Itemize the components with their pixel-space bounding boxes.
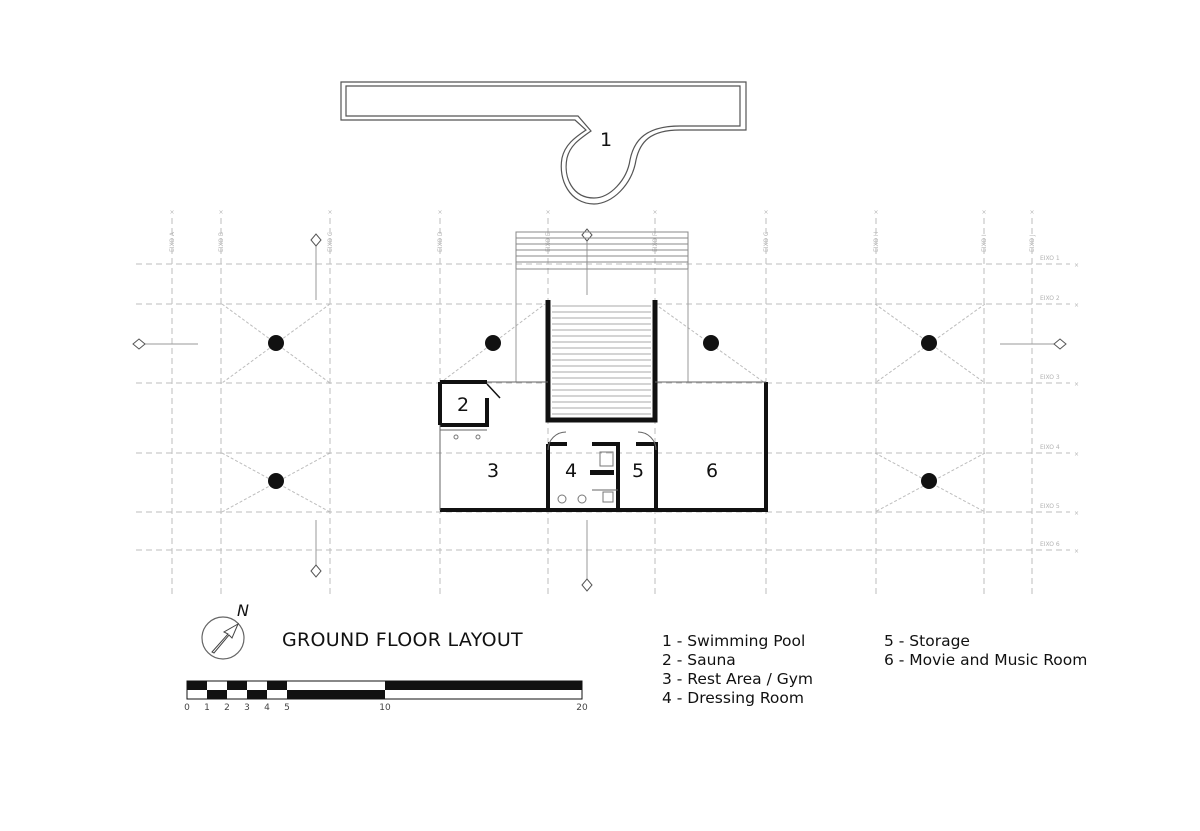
grid-column-label: EIXO F	[652, 232, 659, 252]
scale-tick-label: 4	[264, 703, 270, 713]
grid-column-marker: ×	[169, 209, 174, 216]
grid-row-marker: ×	[1074, 548, 1079, 555]
legend-item: 1 - Swimming Pool	[662, 632, 806, 650]
grid-column-label: EIXO B	[218, 232, 225, 252]
grid-column-marker: ×	[327, 209, 332, 216]
room-number-3: 3	[487, 460, 499, 482]
legend-item: 2 - Sauna	[662, 651, 736, 669]
legend-item: 6 - Movie and Music Room	[884, 651, 1088, 669]
grid-row-label: EIXO 3	[1040, 374, 1060, 381]
grid-column-marker: ×	[1029, 209, 1034, 216]
scale-tick-label: 20	[576, 703, 588, 713]
grid-row-marker: ×	[1074, 302, 1079, 309]
legend-item: 3 - Rest Area / Gym	[662, 670, 814, 688]
drawing-title: GROUND FLOOR LAYOUT	[282, 629, 523, 651]
grid-column-label: EIXO G	[763, 231, 770, 252]
grid-column-marker: ×	[763, 209, 768, 216]
grid-row-label: EIXO 4	[1040, 444, 1060, 451]
grid-columns	[171, 218, 1033, 595]
room-number-6: 6	[706, 460, 718, 482]
entrance-steps	[515, 231, 689, 382]
north-label: N	[237, 601, 249, 620]
scale-bar: 0 1 2 3 4 5 10 20	[184, 680, 588, 713]
grid-column-marker: ×	[981, 209, 986, 216]
scale-tick-label: 3	[244, 703, 250, 713]
scale-tick-label: 1	[204, 703, 210, 713]
thin-walls	[439, 381, 766, 510]
grid-column-marker: ×	[218, 209, 223, 216]
fixtures	[453, 434, 614, 504]
grid-column-label: EIXO J	[1029, 234, 1036, 252]
swimming-pool	[340, 81, 747, 205]
room-number-1: 1	[600, 129, 612, 151]
scale-tick-label: 5	[284, 703, 290, 713]
scale-tick-label: 0	[184, 703, 190, 713]
room-number-4: 4	[565, 460, 577, 482]
room-number-5: 5	[632, 460, 644, 482]
grid-column-label: EIXO E	[545, 232, 552, 252]
grid-row-marker: ×	[1074, 262, 1079, 269]
grid-column-label: EIXO H	[873, 232, 880, 252]
grid-column-label: EIXO I	[981, 234, 988, 252]
legend-right-column: 5 - Storage 6 - Movie and Music Room	[884, 632, 1087, 670]
room-number-2: 2	[457, 394, 469, 416]
structural-columns	[268, 335, 937, 489]
grid-column-marker: ×	[545, 209, 550, 216]
grid-row-marker: ×	[1074, 451, 1079, 458]
building-walls	[438, 380, 768, 512]
grid-column-label: EIXO D	[437, 231, 444, 252]
grid-column-label: EIXO A	[169, 231, 176, 252]
grid-row-label: EIXO 6	[1040, 541, 1060, 548]
scale-tick-label: 10	[379, 703, 391, 713]
north-arrow-icon: N	[201, 601, 249, 660]
central-stair	[545, 300, 658, 423]
grid-rows	[136, 263, 1070, 551]
grid-row-marker: ×	[1074, 510, 1079, 517]
grid-column-label: EIXO C	[327, 232, 334, 252]
scale-tick-label: 2	[224, 703, 230, 713]
grid-row-labels: EIXO 1 × EIXO 2 × EIXO 3 × EIXO 4 × EIXO 5 × EIXO …	[1040, 255, 1079, 555]
legend-left-column: 1 - Swimming Pool 2 - Sauna 3 - Rest Are…	[662, 632, 813, 708]
grid-row-label: EIXO 5	[1040, 503, 1060, 510]
grid-column-marker: ×	[873, 209, 878, 216]
grid-row-marker: ×	[1074, 381, 1079, 388]
legend-item: 5 - Storage	[884, 632, 970, 650]
grid-row-label: EIXO 2	[1040, 295, 1060, 302]
grid-column-marker: ×	[437, 209, 442, 216]
grid-column-marker: ×	[652, 209, 657, 216]
grid-column-labels: EIXO A × EIXO B × EIXO C × EIXO D × EIXO E × EIXO …	[169, 209, 1036, 252]
legend-item: 4 - Dressing Room	[662, 689, 804, 707]
grid-row-label: EIXO 1	[1040, 255, 1060, 262]
